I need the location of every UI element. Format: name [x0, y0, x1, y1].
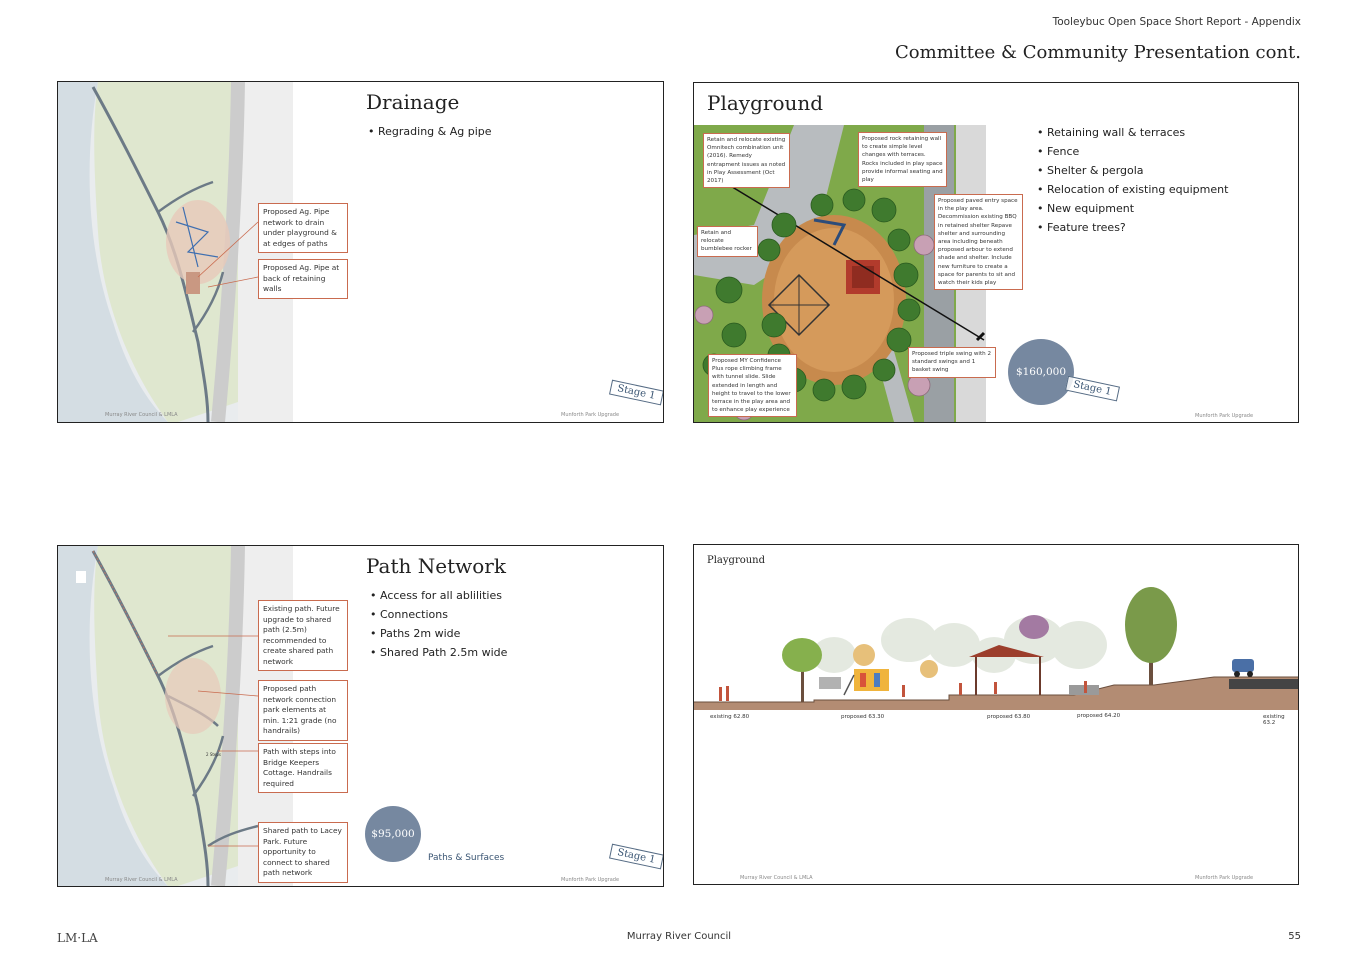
drainage-bullet: Regrading & Ag pipe [368, 125, 492, 138]
report-name: Tooleybuc Open Space Short Report - Appe… [1052, 16, 1301, 28]
level-label: existing 62.80 [710, 714, 750, 720]
page-number: 55 [1288, 931, 1301, 942]
playground-callout-paved-entry: Proposed paved entry space in the play a… [934, 194, 1023, 291]
path-callout-existing-path: Existing path. Future upgrade to shared … [258, 600, 348, 671]
playground-bullet: Fence [1037, 145, 1228, 158]
drainage-bullet-list: Regrading & Ag pipe [368, 125, 492, 144]
slide-playground-section: Playground existing 62.80 pr [693, 544, 1299, 885]
credit-right: Munforth Park Upgrade [1195, 875, 1254, 881]
level-label: proposed 64.20 [1077, 713, 1121, 719]
stage-stamp: Stage 1 [609, 379, 663, 406]
path-bullet: Paths 2m wide [370, 627, 507, 640]
playground-callout-bumblebee-rocker: Retain and relocate bumblebee rocker [697, 226, 758, 257]
credit-right: Munforth Park Upgrade [561, 412, 620, 418]
playground-callout-omnitech: Retain and relocate existing Omnitech co… [703, 133, 790, 189]
slide-title-playground: Playground [707, 91, 824, 115]
playground-section-elevation [694, 587, 1298, 710]
playground-callout-retaining-wall: Proposed rock retaining wall to create s… [858, 132, 947, 188]
path-bullet-list: Access for all ablilities Connections Pa… [370, 589, 507, 665]
playground-bullet: Relocation of existing equipment [1037, 183, 1228, 196]
cost-badge: $95,000 [365, 806, 421, 862]
drainage-callout-ag-pipe-walls: Proposed Ag. Pipe at back of retaining w… [258, 259, 348, 299]
footer-organisation: Murray River Council [626, 931, 732, 942]
path-bullet: Connections [370, 608, 507, 621]
slide-playground: Playground Retain and relocate existing … [693, 82, 1299, 423]
stage-stamp: Stage 1 [609, 843, 663, 870]
playground-bullet-list: Retaining wall & terraces Fence Shelter … [1037, 126, 1228, 240]
drainage-callout-ag-pipe-network: Proposed Ag. Pipe network to drain under… [258, 203, 348, 253]
playground-bullet: New equipment [1037, 202, 1228, 215]
stage-stamp: Stage 1 [1065, 375, 1120, 402]
path-callout-steps: Path with steps into Bridge Keepers Cott… [258, 743, 348, 793]
slide-title-path-network: Path Network [366, 554, 506, 578]
credit-left: Murray River Council & LMLA [105, 877, 178, 883]
level-label: proposed 63.80 [987, 714, 1031, 720]
path-callout-shared-path: Shared path to Lacey Park. Future opport… [258, 822, 348, 883]
footer-logo: LM·LA [57, 931, 98, 945]
credit-right: Munforth Park Upgrade [561, 877, 620, 883]
playground-bullet: Shelter & pergola [1037, 164, 1228, 177]
svg-text:2 Steps: 2 Steps [206, 752, 221, 757]
cost-badge: $160,000 [1008, 339, 1074, 405]
credit-left: Murray River Council & LMLA [105, 412, 178, 418]
level-label: proposed 63.30 [841, 714, 885, 720]
slide-path-network: 2 Steps Existing path. Future upgrade to… [57, 545, 664, 887]
slide-subtitle: Playground [707, 555, 766, 566]
playground-bullet: Retaining wall & terraces [1037, 126, 1228, 139]
slide-title-drainage: Drainage [366, 90, 460, 114]
playground-callout-climbing-frame: Proposed MY Confidence Plus rope climbin… [708, 354, 797, 418]
path-bullet: Access for all ablilities [370, 589, 507, 602]
page-title: Committee & Community Presentation cont. [895, 42, 1301, 63]
playground-bullet: Feature trees? [1037, 221, 1228, 234]
cost-caption: Paths & Surfaces [428, 853, 505, 863]
level-label: existing 63.2 [1263, 714, 1285, 726]
path-bullet: Shared Path 2.5m wide [370, 646, 507, 659]
credit-right: Munforth Park Upgrade [1195, 413, 1254, 419]
path-callout-proposed-network: Proposed path network connection park el… [258, 680, 348, 741]
slide-drainage: Proposed Ag. Pipe network to drain under… [57, 81, 664, 423]
credit-left: Murray River Council & LMLA [740, 875, 813, 881]
playground-callout-triple-swing: Proposed triple swing with 2 standard sw… [908, 347, 996, 378]
